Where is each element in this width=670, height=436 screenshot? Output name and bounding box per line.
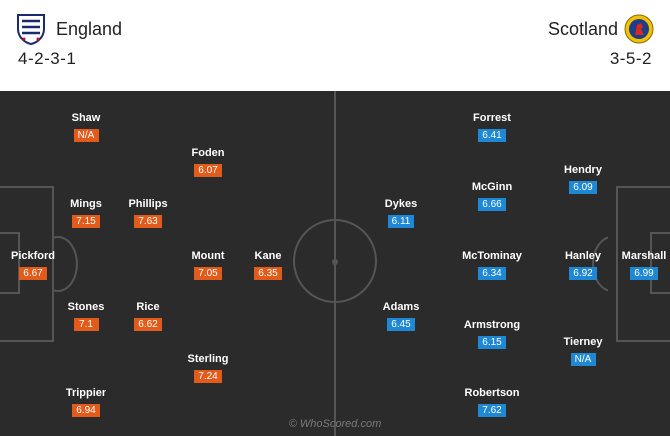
player-mings[interactable]: Mings 7.15 [46,198,126,229]
player-rating: 7.62 [478,404,506,417]
player-rating: 6.41 [478,129,506,142]
player-shaw[interactable]: Shaw N/A [46,112,126,143]
player-dykes[interactable]: Dykes 6.11 [361,198,441,229]
player-rating: 6.45 [387,318,415,331]
player-rating: 6.99 [630,267,658,280]
player-kane[interactable]: Kane 6.35 [228,250,308,281]
left-penalty-box [0,186,54,342]
player-marshall[interactable]: Marshall 6.99 [604,250,670,281]
player-robertson[interactable]: Robertson 7.62 [452,387,532,418]
player-rating: 6.09 [569,181,597,194]
player-name: Robertson [464,387,520,399]
player-name: McGinn [471,181,513,193]
right-six-yard-box [650,232,670,294]
player-rating: N/A [570,353,596,366]
player-hanley[interactable]: Hanley 6.92 [543,250,623,281]
player-phillips[interactable]: Phillips 7.63 [108,198,188,229]
pitch: Shaw N/A Foden 6.07 Mings 7.15 Phillips … [0,91,670,436]
player-rating: 6.67 [19,267,47,280]
player-mcginn[interactable]: McGinn 6.66 [452,181,532,212]
player-rating: 6.92 [569,267,597,280]
player-name: Stones [67,301,105,313]
player-rating: 6.34 [478,267,506,280]
player-name: Sterling [187,353,229,365]
away-team-name[interactable]: Scotland [547,19,618,39]
player-rating: 7.24 [194,370,222,383]
player-rating: 6.94 [72,404,100,417]
player-name: McTominay [462,250,522,262]
player-rating: 6.07 [194,164,222,177]
player-name: Hanley [564,250,602,262]
player-name: Forrest [473,112,511,124]
player-name: Tierney [563,336,603,348]
player-name: Pickford [10,250,55,262]
player-name: Hendry [564,164,602,176]
away-formation: 3-5-2 [609,49,652,68]
player-name: Rice [136,301,160,313]
player-name: Mount [191,250,225,262]
player-name: Phillips [128,198,168,210]
player-name: Foden [191,147,225,159]
player-mount[interactable]: Mount 7.05 [168,250,248,281]
player-adams[interactable]: Adams 6.45 [361,301,441,332]
player-rating: 6.35 [254,267,282,280]
match-header: England 4-2-3-1 Scotland 3-5-2 [0,0,670,88]
player-rating: 7.15 [72,215,100,228]
centre-circle [293,219,377,303]
player-hendry[interactable]: Hendry 6.09 [543,164,623,195]
player-name: Adams [382,301,420,313]
lion-rampant-crest-icon [624,14,654,44]
home-formation: 4-2-3-1 [18,49,77,68]
player-rating: 7.63 [134,215,162,228]
player-name: Trippier [65,387,107,399]
player-rating: N/A [73,129,99,142]
player-foden[interactable]: Foden 6.07 [168,147,248,178]
player-name: Mings [70,198,102,210]
player-rating: 6.15 [478,336,506,349]
player-mctominay[interactable]: McTominay 6.34 [452,250,532,281]
player-name: Marshall [621,250,667,262]
player-armstrong[interactable]: Armstrong 6.15 [452,319,532,350]
left-six-yard-box [0,232,20,294]
player-rice[interactable]: Rice 6.62 [108,301,188,332]
player-name: Shaw [71,112,101,124]
player-rating: 7.05 [194,267,222,280]
player-rating: 7.1 [73,318,99,331]
player-name: Dykes [384,198,418,210]
watermark: © WhoScored.com [288,418,382,430]
centre-spot [332,259,338,265]
player-forrest[interactable]: Forrest 6.41 [452,112,532,143]
player-rating: 6.66 [478,198,506,211]
player-sterling[interactable]: Sterling 7.24 [168,353,248,384]
player-rating: 6.11 [387,215,415,228]
three-lions-crest-icon [17,14,45,45]
player-pickford[interactable]: Pickford 6.67 [0,250,73,281]
player-tierney[interactable]: Tierney N/A [543,336,623,367]
player-rating: 6.62 [134,318,162,331]
home-team-name[interactable]: England [56,19,123,39]
player-trippier[interactable]: Trippier 6.94 [46,387,126,418]
player-name: Armstrong [463,319,521,331]
player-stones[interactable]: Stones 7.1 [46,301,126,332]
right-penalty-box [616,186,670,342]
player-name: Kane [254,250,282,262]
